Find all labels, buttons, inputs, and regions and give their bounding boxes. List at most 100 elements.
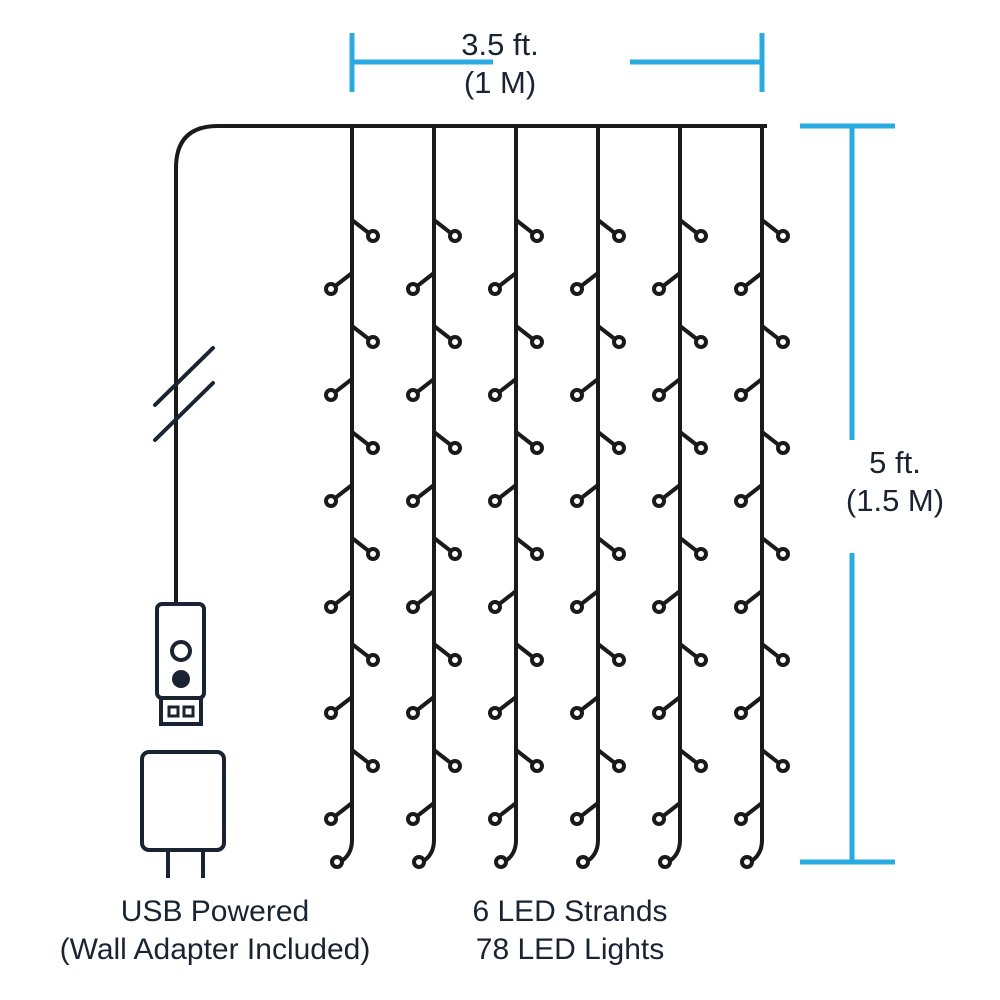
led-bulb bbox=[448, 441, 462, 455]
led-bulb bbox=[734, 388, 748, 402]
led-bulb bbox=[570, 812, 584, 826]
led-bulb bbox=[570, 282, 584, 296]
led-bulb-terminal bbox=[576, 855, 590, 869]
led-stem bbox=[678, 218, 700, 236]
led-bulb-terminal bbox=[330, 855, 344, 869]
led-bulb bbox=[448, 335, 462, 349]
led-strand-1 bbox=[324, 126, 380, 869]
led-bulb bbox=[324, 494, 338, 508]
led-bulb bbox=[652, 494, 666, 508]
led-stem bbox=[496, 377, 518, 395]
led-stem bbox=[742, 801, 764, 819]
led-stem bbox=[514, 642, 536, 660]
led-bulb bbox=[366, 547, 380, 561]
led-bulb bbox=[324, 388, 338, 402]
width-dimension-group bbox=[349, 33, 765, 92]
led-bulb bbox=[570, 494, 584, 508]
led-stem bbox=[332, 801, 354, 819]
led-group-left bbox=[652, 271, 682, 826]
led-stem bbox=[596, 536, 618, 554]
led-stem bbox=[514, 748, 536, 766]
led-stem bbox=[350, 748, 372, 766]
led-group-right bbox=[596, 218, 626, 773]
led-bulb bbox=[488, 494, 502, 508]
led-stem bbox=[678, 642, 700, 660]
led-stem bbox=[332, 483, 354, 501]
led-stem bbox=[578, 589, 600, 607]
led-stem bbox=[432, 324, 454, 342]
usb-connector bbox=[155, 602, 206, 726]
led-bulb bbox=[530, 441, 544, 455]
led-stem bbox=[660, 695, 682, 713]
led-bulb bbox=[530, 547, 544, 561]
led-bulb bbox=[406, 388, 420, 402]
led-stem bbox=[660, 801, 682, 819]
led-bulb bbox=[448, 547, 462, 561]
led-stem bbox=[414, 589, 436, 607]
led-strand-4 bbox=[570, 126, 626, 869]
height-dimension-label: 5 ft. (1.5 M) bbox=[790, 444, 1000, 520]
led-bulb bbox=[776, 759, 790, 773]
led-stem bbox=[596, 642, 618, 660]
led-strands-caption-line1: 6 LED Strands bbox=[472, 895, 668, 928]
led-stem bbox=[432, 536, 454, 554]
usb-power-caption-line1: USB Powered bbox=[120, 895, 310, 928]
led-bulb bbox=[488, 812, 502, 826]
led-stem bbox=[514, 218, 536, 236]
usb-power-caption-line2: (Wall Adapter Included) bbox=[59, 932, 371, 966]
led-stem bbox=[760, 218, 782, 236]
led-bulb bbox=[366, 759, 380, 773]
led-stem bbox=[660, 589, 682, 607]
led-bulb bbox=[530, 335, 544, 349]
usb-plug-shell bbox=[159, 696, 203, 726]
wall-adapter bbox=[140, 750, 226, 878]
led-bulb bbox=[776, 335, 790, 349]
led-bulb-terminal bbox=[740, 855, 754, 869]
led-bulb bbox=[694, 759, 708, 773]
led-group-right bbox=[760, 218, 790, 773]
led-stem bbox=[742, 271, 764, 289]
led-stem bbox=[678, 430, 700, 448]
break-slash-lower bbox=[153, 381, 215, 442]
led-stem bbox=[742, 483, 764, 501]
led-bulb bbox=[406, 600, 420, 614]
led-bulb bbox=[488, 706, 502, 720]
led-stem bbox=[596, 218, 618, 236]
width-dimension-label: 3.5 ft. (1 M) bbox=[390, 26, 610, 102]
led-stem bbox=[760, 430, 782, 448]
led-strand-6 bbox=[734, 126, 790, 869]
led-bulb-terminal bbox=[412, 855, 426, 869]
led-bulb bbox=[694, 229, 708, 243]
led-stem bbox=[578, 695, 600, 713]
led-stem bbox=[760, 748, 782, 766]
led-strand-2 bbox=[406, 126, 462, 869]
led-strand-5 bbox=[652, 126, 708, 869]
led-bulb bbox=[366, 229, 380, 243]
usb-power-button-icon[interactable] bbox=[172, 670, 190, 688]
led-bulb bbox=[652, 812, 666, 826]
led-stem bbox=[760, 324, 782, 342]
led-bulb bbox=[652, 706, 666, 720]
led-bulb bbox=[612, 653, 626, 667]
led-stem bbox=[596, 430, 618, 448]
cable-break-symbol bbox=[153, 346, 215, 442]
led-stem bbox=[414, 483, 436, 501]
width-dimension-imperial: 3.5 ft. bbox=[461, 27, 539, 62]
usb-power-caption: USB Powered (Wall Adapter Included) bbox=[45, 893, 385, 968]
led-strand-3 bbox=[488, 126, 544, 869]
led-group-left bbox=[734, 271, 764, 826]
height-dimension-metric: (1.5 M) bbox=[845, 482, 945, 518]
led-stem bbox=[678, 324, 700, 342]
led-bulb-terminal bbox=[658, 855, 672, 869]
led-stem bbox=[514, 430, 536, 448]
led-strands-caption: 6 LED Strands 78 LED Lights bbox=[420, 893, 720, 968]
height-dimension-imperial: 5 ft. bbox=[869, 445, 921, 480]
led-stem bbox=[350, 536, 372, 554]
led-stem bbox=[432, 430, 454, 448]
led-bulb bbox=[448, 229, 462, 243]
led-stem bbox=[596, 748, 618, 766]
led-stem bbox=[496, 271, 518, 289]
led-group-right bbox=[514, 218, 544, 773]
led-stem bbox=[414, 377, 436, 395]
